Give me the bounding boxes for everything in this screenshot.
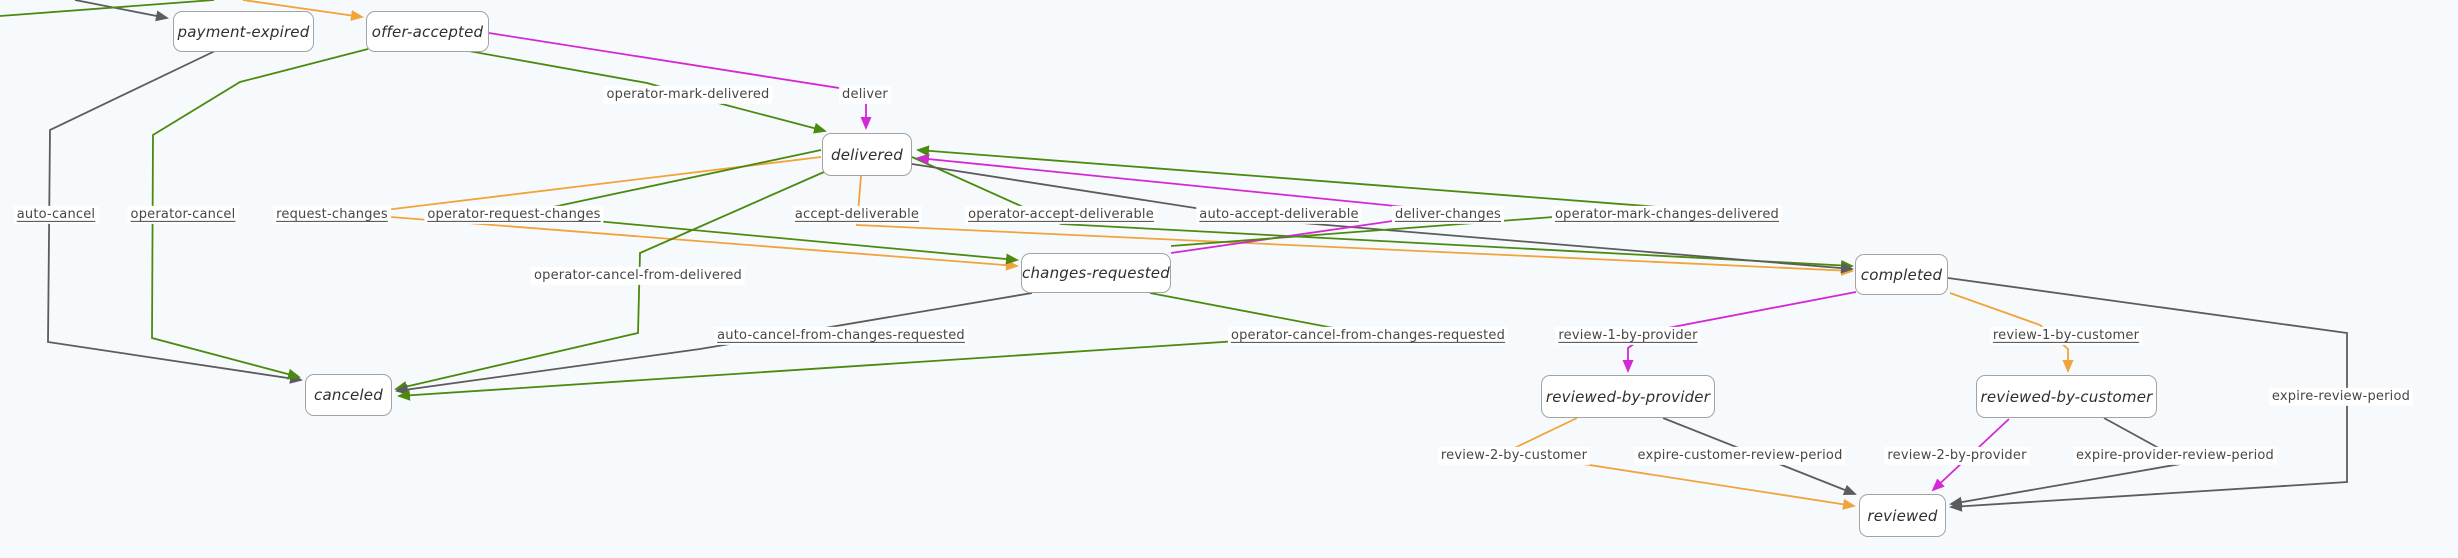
transition-edge-expire-review-period <box>1947 277 2348 512</box>
transition-label-auto-accept-deliverable[interactable]: auto-accept-deliverable <box>1196 205 1362 225</box>
transition-label-review-1-by-customer[interactable]: review-1-by-customer <box>1989 326 2143 346</box>
state-node-reviewed-by-customer: reviewed-by-customer <box>1976 375 2157 418</box>
transition-label-operator-cancel-from-delivered: operator-cancel-from-delivered <box>531 266 745 286</box>
transition-edge-offscreen-1 <box>0 0 215 17</box>
transition-label-operator-mark-changes-delivered[interactable]: operator-mark-changes-delivered <box>1552 205 1782 225</box>
state-node-reviewed-by-provider: reviewed-by-provider <box>1541 375 1715 418</box>
transition-label-expire-review-period: expire-review-period <box>2268 387 2414 407</box>
transition-label-operator-accept-deliverable[interactable]: operator-accept-deliverable <box>965 205 1157 225</box>
transition-edge-operator-cancel-from-delivered <box>394 171 825 392</box>
transition-label-accept-deliverable[interactable]: accept-deliverable <box>791 205 923 225</box>
transition-edge-accept-deliverable <box>856 175 1854 276</box>
transition-edge-deliver <box>488 32 872 130</box>
transition-label-auto-cancel[interactable]: auto-cancel <box>13 205 99 225</box>
transition-edge-operator-mark-changes-delivered <box>916 145 1673 247</box>
transition-label-operator-mark-delivered: operator-mark-delivered <box>603 85 773 105</box>
state-node-canceled: canceled <box>305 374 392 416</box>
transition-label-operator-request-changes[interactable]: operator-request-changes <box>424 205 604 225</box>
state-node-payment-expired: payment-expired <box>173 11 314 52</box>
transition-label-operator-cancel[interactable]: operator-cancel <box>127 205 239 225</box>
state-node-offer-accepted: offer-accepted <box>366 11 489 52</box>
state-node-completed: completed <box>1855 254 1948 295</box>
transition-edge-operator-cancel <box>151 48 369 380</box>
transition-label-operator-cancel-from-changes-requested[interactable]: operator-cancel-from-changes-requested <box>1227 326 1509 346</box>
state-node-changes-requested: changes-requested <box>1021 253 1171 293</box>
transition-label-expire-customer-review-period: expire-customer-review-period <box>1634 446 1846 466</box>
transition-edge-auto-cancel <box>47 50 303 384</box>
transition-label-deliver: deliver <box>839 85 891 105</box>
transition-label-deliver-changes[interactable]: deliver-changes <box>1392 205 1504 225</box>
transition-edge-offscreen-2 <box>242 0 364 21</box>
transition-label-review-1-by-provider[interactable]: review-1-by-provider <box>1555 326 1701 346</box>
state-node-delivered: delivered <box>822 133 912 176</box>
transition-edge-auto-cancel-from-changes-requested <box>395 292 1033 395</box>
transition-label-request-changes[interactable]: request-changes <box>273 205 391 225</box>
transition-label-expire-provider-review-period: expire-provider-review-period <box>2073 446 2277 466</box>
transition-edge-offscreen-0 <box>74 0 169 22</box>
transition-label-review-2-by-provider: review-2-by-provider <box>1884 446 2030 466</box>
transition-label-review-2-by-customer: review-2-by-customer <box>1437 446 1591 466</box>
state-node-reviewed: reviewed <box>1859 494 1946 537</box>
transition-label-auto-cancel-from-changes-requested[interactable]: auto-cancel-from-changes-requested <box>714 326 968 346</box>
